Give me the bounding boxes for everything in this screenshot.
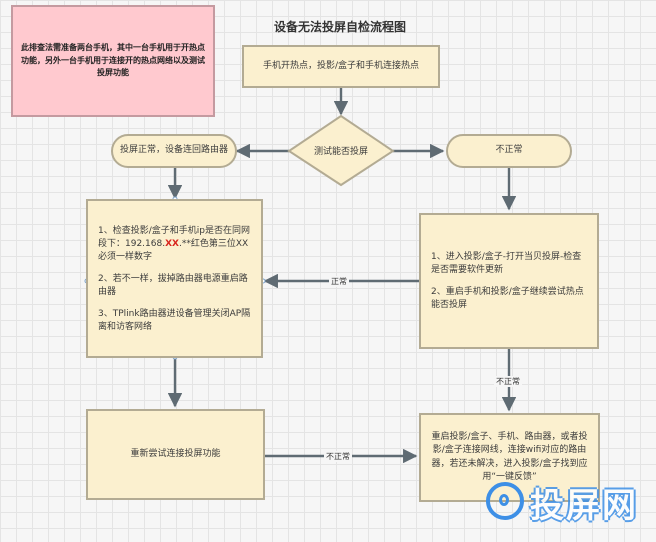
decision-label: 测试能否投屏 bbox=[313, 147, 368, 157]
ip-check-step-1-text: 1、检查投影/盒子和手机ip是否在同网段下：192.168. bbox=[98, 226, 250, 250]
normal-result-text: 投屏正常，设备连回路由器 bbox=[119, 145, 228, 156]
watermark-logo-icon bbox=[486, 482, 524, 520]
ip-check-box: 1、检查投影/盒子和手机ip是否在同网段下：192.168.XX.**红色第三位… bbox=[86, 199, 263, 358]
settings-check-box: 1、进入投影/盒子-打开当贝投屏-检查是否需要软件更新 2、重启手机和投影/盒子… bbox=[419, 213, 599, 349]
start-box-text: 手机开热点，投影/盒子和手机连接热点 bbox=[262, 60, 420, 71]
watermark-text: 投屏网 bbox=[530, 486, 638, 526]
retry-box: 重新尝试连接投屏功能 bbox=[86, 409, 265, 500]
abnormal-edge-label-left: 不正常 bbox=[324, 451, 352, 462]
start-box: 手机开热点，投影/盒子和手机连接热点 bbox=[242, 45, 440, 88]
ip-check-step-1: 1、检查投影/盒子和手机ip是否在同网段下：192.168.XX.**红色第三位… bbox=[98, 225, 251, 264]
abnormal-result-text: 不正常 bbox=[495, 145, 523, 156]
decision-diamond bbox=[287, 114, 395, 187]
ip-check-step-1-tail: .**红色第三位XX必须一样数字 bbox=[98, 239, 249, 263]
ip-octet-highlight: XX bbox=[165, 239, 179, 250]
normal-result-box: 投屏正常，设备连回路由器 bbox=[111, 134, 237, 168]
ip-check-step-2: 2、若不一样，拔掉路由器电源重启路由器 bbox=[98, 274, 248, 298]
abnormal-edge-label-down: 不正常 bbox=[494, 376, 522, 387]
retry-box-text: 重新尝试连接投屏功能 bbox=[130, 448, 221, 459]
watermark: 投屏网 bbox=[486, 478, 656, 542]
decision-label-wrap: 测试能否投屏 bbox=[289, 116, 393, 185]
preparation-note: 此排查法需准备两台手机，其中一台手机用于开热点功能，另外一台手机用于连接开的热点… bbox=[11, 5, 215, 117]
normal-edge-label: 正常 bbox=[329, 276, 349, 287]
settings-step-1: 1、进入投影/盒子-打开当贝投屏-检查是否需要软件更新 bbox=[431, 252, 582, 276]
final-box-text: 重启投影/盒子、手机、路由器，或者投影/盒子连接网线，连接wifi对应的路由器，… bbox=[431, 432, 588, 482]
preparation-note-text: 此排查法需准备两台手机，其中一台手机用于开热点功能，另外一台手机用于连接开的热点… bbox=[21, 42, 205, 78]
ip-check-step-3: 3、TPlink路由器进设备管理关闭AP隔离和访客网络 bbox=[98, 309, 251, 333]
abnormal-result-box: 不正常 bbox=[446, 134, 572, 168]
settings-step-2: 2、重启手机和投影/盒子继续尝试热点能否投屏 bbox=[431, 287, 584, 311]
page-title: 设备无法投屏自检流程图 bbox=[273, 20, 406, 34]
